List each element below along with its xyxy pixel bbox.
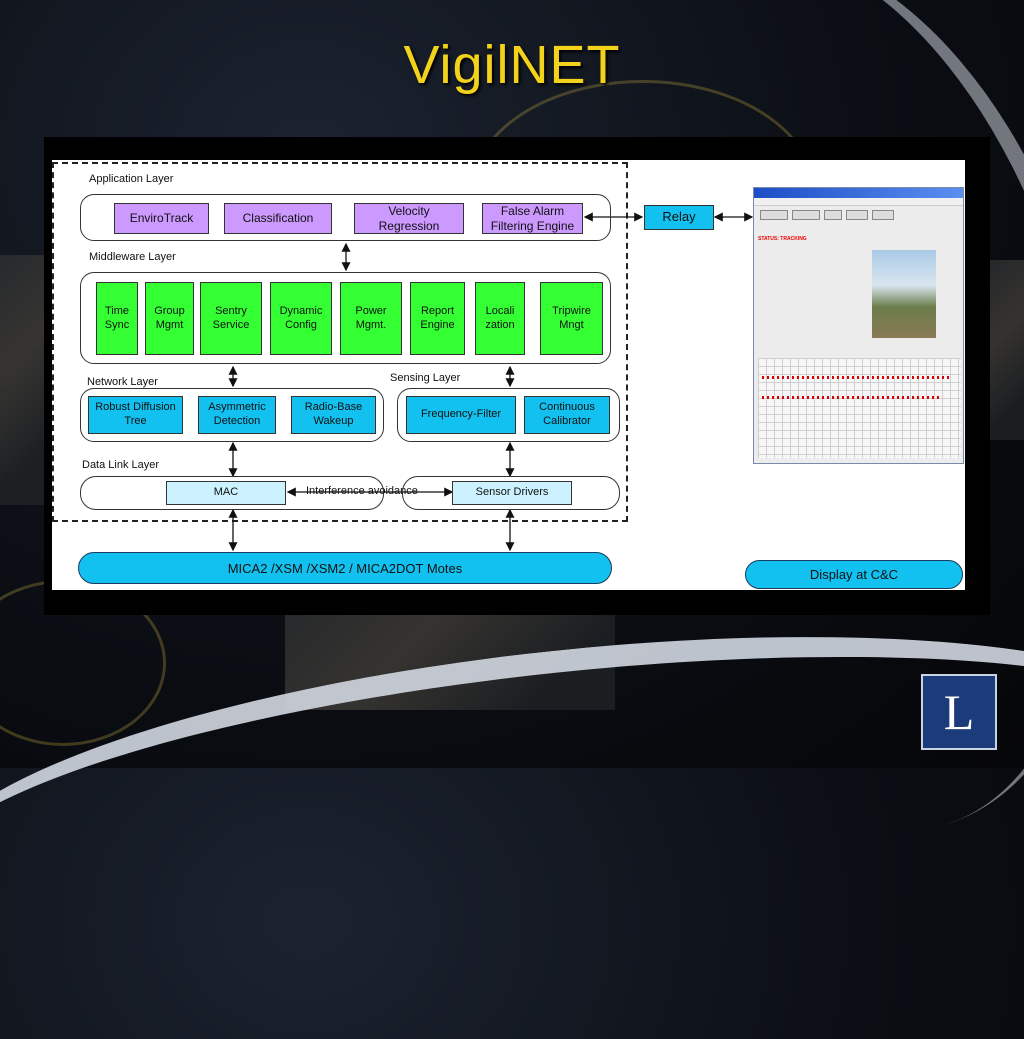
application-layer [80,194,611,241]
velocity-regression-box: Velocity Regression [354,203,464,234]
sensing-layer [397,388,620,442]
datalink-layer-label: Data Link Layer [82,459,160,471]
architecture-diagram: Application Layer EnviroTrack Classifica… [52,160,965,590]
screenshot-camera-image [872,250,936,338]
datalink-layer-right [402,476,620,510]
mac-box: MAC [166,481,286,505]
screenshot-button [760,210,788,220]
motes-bar: MICA2 /XSM /XSM2 / MICA2DOT Motes [78,552,612,584]
sensing-layer-label: Sensing Layer [390,372,461,384]
envirotrack-box: EnviroTrack [114,203,209,234]
network-layer-label: Network Layer [87,376,158,388]
screenshot-menubar [754,198,963,206]
screenshot-sensor-row [762,376,952,379]
sentry-service-box: Sentry Service [200,282,262,355]
screenshot-button [824,210,842,220]
continuous-calibrator-box: Continuous Calibrator [524,396,610,434]
sensor-drivers-box: Sensor Drivers [452,481,572,505]
logo-letter: L [943,684,975,740]
background-photo-left [0,255,50,505]
middleware-layer-label: Middleware Layer [89,251,176,263]
screenshot-button [846,210,868,220]
network-layer [80,388,384,442]
slide-title: VigilNET [403,35,621,95]
report-engine-box: Report Engine [410,282,465,355]
time-sync-box: Time Sync [96,282,138,355]
interference-avoidance-label: Interference avoidance [306,485,418,497]
robust-diffusion-tree-box: Robust Diffusion Tree [88,396,183,434]
localization-box: Locali zation [475,282,525,355]
frequency-filter-box: Frequency-Filter [406,396,516,434]
screenshot-button [872,210,894,220]
logo: L [921,674,997,750]
display-cc-bar: Display at C&C [745,560,963,589]
power-mgmt-box: Power Mgmt. [340,282,402,355]
relay-box: Relay [644,205,714,230]
background-photo-right [990,260,1024,440]
tripwire-mngt-box: Tripwire Mngt [540,282,603,355]
datalink-layer-left [80,476,384,510]
asymmetric-detection-box: Asymmetric Detection [198,396,276,434]
group-mgmt-box: Group Mgmt [145,282,194,355]
screenshot-status: STATUS: TRACKING [758,236,807,242]
screenshot-sensor-row [762,396,942,399]
screenshot-titlebar [754,188,963,198]
dynamic-config-box: Dynamic Config [270,282,332,355]
tracking-gui-screenshot: STATUS: TRACKING [753,187,964,464]
false-alarm-box: False Alarm Filtering Engine [482,203,583,234]
application-layer-label: Application Layer [89,173,174,185]
screenshot-button [792,210,820,220]
classification-box: Classification [224,203,332,234]
connector-arrows [228,212,754,552]
node-boundary [52,162,628,522]
middleware-layer [80,272,611,364]
screenshot-sensor-grid [758,358,961,458]
radio-base-wakeup-box: Radio-Base Wakeup [291,396,376,434]
